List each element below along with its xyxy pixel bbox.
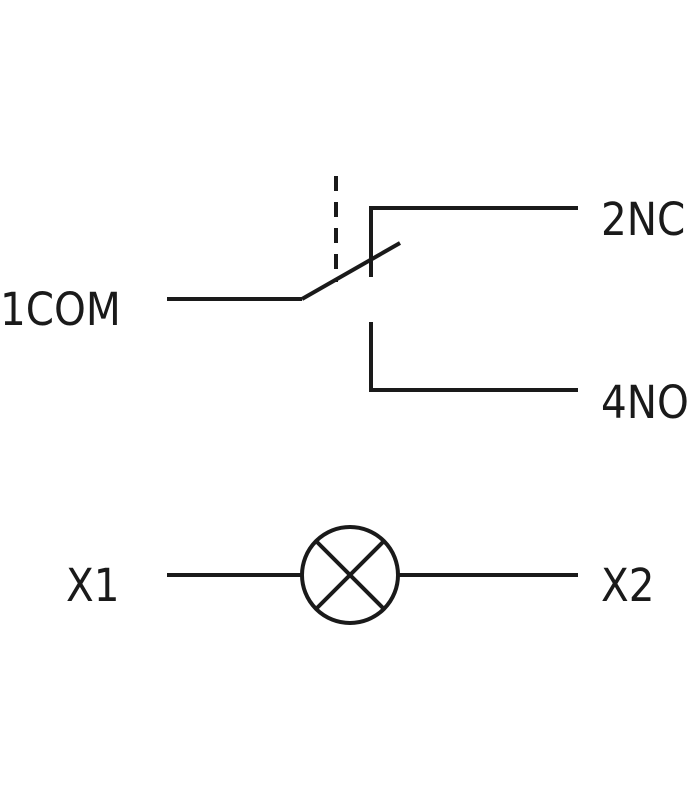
switch-blade bbox=[301, 241, 401, 301]
terminal-label-com: 1COM bbox=[0, 283, 121, 336]
terminal-label-x1: X1 bbox=[66, 559, 119, 612]
lamp-cross-line-2 bbox=[314, 539, 386, 611]
nc-contact-wire bbox=[369, 206, 578, 277]
terminal-label-x2: X2 bbox=[601, 559, 654, 612]
terminal-label-nc: 2NC bbox=[601, 193, 685, 246]
switch-contact-block: 1COM 2NC 4NO bbox=[0, 176, 689, 429]
terminal-label-no: 4NO bbox=[601, 376, 689, 429]
indicator-lamp-circuit: X1 X2 bbox=[66, 525, 654, 625]
no-contact-wire bbox=[369, 322, 578, 392]
